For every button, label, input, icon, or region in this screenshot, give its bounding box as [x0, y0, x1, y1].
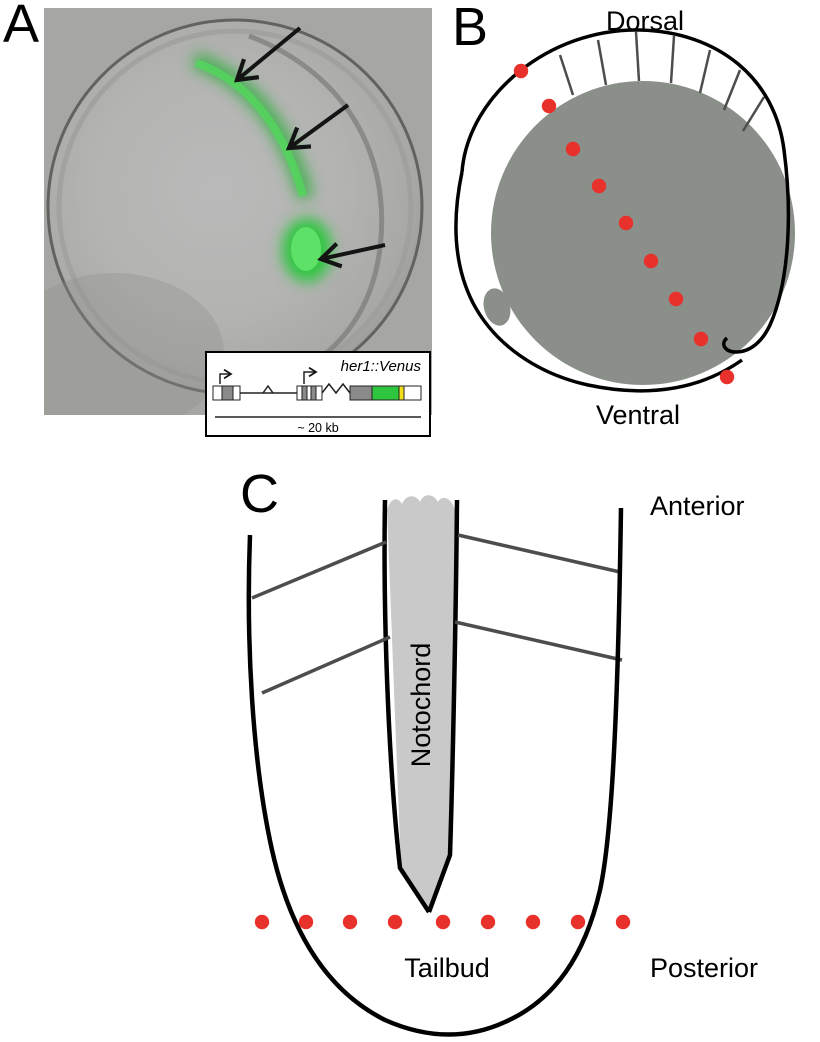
somite-line	[454, 620, 623, 662]
fluorescence-blob-core	[291, 227, 321, 271]
exon-box	[221, 385, 234, 401]
somite-line	[261, 635, 391, 695]
somite-line	[457, 533, 621, 574]
red-dot	[342, 914, 358, 930]
embryo-outline-bottom	[454, 171, 744, 393]
coding-box	[349, 385, 373, 401]
embryo-outline-top	[460, 28, 791, 354]
arrow-top-icon	[233, 26, 302, 83]
somite-line	[596, 39, 608, 86]
somite-line	[634, 31, 641, 82]
somite-boundaries-c	[251, 533, 623, 695]
somite-line	[251, 540, 387, 600]
otic-vesicle	[483, 288, 511, 326]
red-dot	[719, 369, 735, 385]
somite-line	[558, 54, 575, 96]
intron-caret-icon	[262, 384, 274, 394]
notochord-label: Notochord	[406, 643, 436, 768]
red-dot	[668, 291, 684, 307]
construct-title: her1::Venus	[341, 358, 422, 375]
tss-arrow-right-icon	[303, 366, 318, 384]
posterior-label: Posterior	[650, 953, 758, 983]
red-dot	[298, 914, 314, 930]
fluorescence-streak-core	[194, 59, 307, 198]
tailbud-schematic: C Anterior Posterior Tailbud Notochord	[240, 464, 758, 1037]
venus-box	[371, 385, 400, 401]
notochord-fill	[387, 495, 455, 912]
gene-construct	[212, 366, 422, 401]
exon-box	[232, 385, 241, 401]
yolk-shadow	[44, 273, 224, 415]
tss-arrow-left-icon	[219, 368, 233, 384]
panel-c: C Anterior Posterior Tailbud Notochord	[0, 460, 820, 1042]
intron-zigzag-icon	[321, 382, 351, 395]
panel-b: B Dorsal Ventral	[440, 0, 820, 450]
construct-diagram: her1::Venus ~ 20 k	[212, 358, 422, 435]
panel-c-label: C	[240, 464, 279, 524]
lateral-view-schematic: B Dorsal Ventral	[452, 0, 795, 430]
somite-line	[722, 69, 742, 111]
exon-box	[310, 385, 317, 401]
yolk-circle	[491, 81, 795, 385]
exon-box	[212, 385, 223, 401]
somite-line	[698, 49, 712, 94]
panel-a-label: A	[3, 0, 40, 54]
micrograph-canvas	[44, 8, 432, 415]
arrow-middle-icon	[285, 103, 350, 151]
annotation-arrows	[233, 26, 386, 269]
somite-line	[669, 35, 676, 84]
notochord: Notochord	[382, 495, 460, 914]
embryo-body-edge	[248, 33, 385, 375]
scale-label: ~ 20 kb	[297, 421, 338, 435]
notochord-left-edge	[382, 499, 431, 914]
marker-box	[398, 385, 405, 401]
red-dot	[480, 914, 496, 930]
embryo-micrograph	[44, 8, 432, 415]
red-dot	[693, 331, 709, 347]
red-dot	[435, 914, 451, 930]
exon-box	[315, 385, 323, 401]
oscillating-cells-c	[254, 914, 631, 930]
exon-box	[301, 385, 308, 401]
red-dot	[513, 63, 529, 79]
red-dot	[387, 914, 403, 930]
red-dot	[643, 253, 659, 269]
somite-line	[741, 96, 766, 132]
ventral-label: Ventral	[596, 400, 680, 430]
construct-inset: her1::Venus ~ 20 k	[205, 351, 431, 437]
anterior-label: Anterior	[650, 491, 745, 521]
somite-boundaries-b	[558, 31, 766, 132]
red-dot	[254, 914, 270, 930]
red-dot	[541, 98, 557, 114]
red-dot	[591, 178, 607, 194]
red-dot	[565, 141, 581, 157]
red-dot	[615, 914, 631, 930]
utr-box	[403, 385, 422, 401]
tailbud-outline	[246, 507, 624, 1037]
panel-b-label: B	[452, 0, 488, 57]
red-dot	[525, 914, 541, 930]
red-dot	[618, 215, 634, 231]
exon-box	[306, 385, 312, 401]
notochord-right-edge	[426, 499, 460, 913]
red-dot	[570, 914, 586, 930]
exon-box	[296, 385, 303, 401]
tailbud-label: Tailbud	[404, 953, 490, 983]
arrow-bottom-icon	[317, 242, 386, 269]
oscillating-cells-b	[513, 63, 735, 385]
